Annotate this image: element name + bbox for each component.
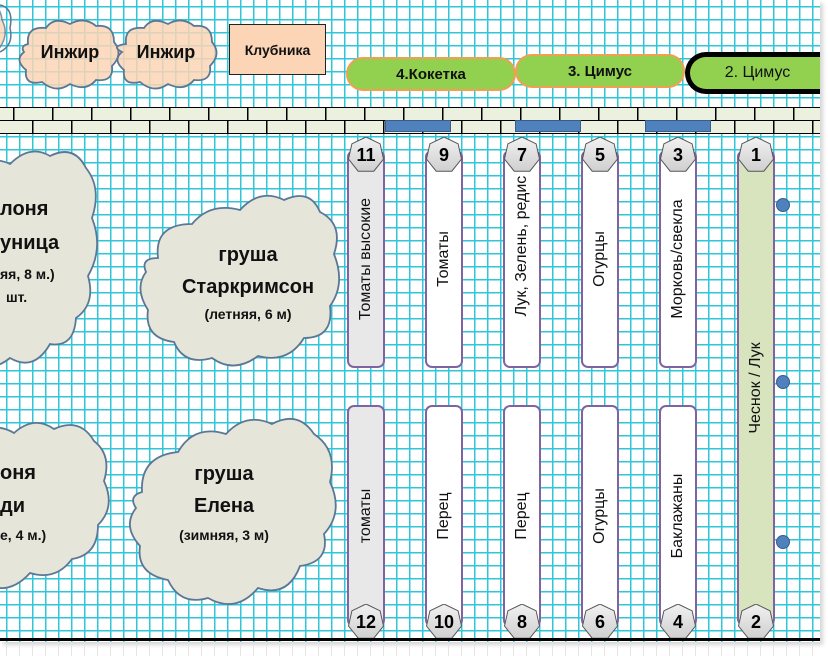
- bed-number-badge-12: 12: [347, 604, 385, 640]
- bed-number-badge-8: 8: [503, 604, 541, 640]
- water-point-1: [776, 198, 790, 212]
- bed-number: 1: [750, 144, 761, 165]
- bed-number-badge-9: 9: [425, 137, 463, 173]
- greenhouse-4-label: 4.Кокетка: [396, 65, 466, 83]
- bed-number: 11: [356, 144, 376, 165]
- tree-label-1-line-1: лоня: [0, 198, 49, 220]
- bed-10: Перец: [425, 405, 463, 627]
- bed-9: Томаты: [425, 150, 463, 368]
- bed-5: Огурцы: [581, 150, 619, 368]
- bed-10-label: Перец: [435, 492, 452, 540]
- heptagon-shape: [581, 137, 619, 172]
- bed-1-label: Чеснок / Лук: [747, 342, 764, 434]
- greenhouse-3: 3. Цимус: [515, 54, 685, 88]
- heptagon-shape: [503, 137, 541, 172]
- greenhouse-4-door: [385, 120, 451, 132]
- bed-9-label: Томаты: [435, 231, 452, 287]
- fig-cloud-2: [116, 19, 218, 90]
- tree-label-2-line-2: Старкримсон: [181, 276, 315, 298]
- bed-number: 7: [516, 144, 527, 165]
- bed-number-badge-7: 7: [503, 137, 541, 173]
- bed-number: 6: [594, 611, 605, 632]
- bed-number-badge-10: 10: [425, 604, 463, 640]
- tree-label-4-line-2: Елена: [193, 495, 255, 517]
- bed-number: 10: [433, 611, 455, 632]
- bed-number-badge-6: 6: [581, 604, 619, 640]
- heptagon-shape: [659, 137, 697, 172]
- fig-cloud-1: [18, 19, 120, 90]
- tree-label-2-line-3: (летняя, 6 м): [204, 306, 292, 322]
- greenhouse-2-label: 2. Цимус: [724, 64, 791, 81]
- bed-number: 5: [594, 144, 605, 165]
- greenhouse-4: 4.Кокетка: [346, 57, 516, 91]
- tree-cloud-2: [139, 194, 340, 367]
- bed-7: Лук, Зелень, редис: [503, 150, 541, 368]
- bed-12-label: томаты: [357, 488, 374, 544]
- bed-6-label: Огурцы: [591, 488, 608, 544]
- tree-label-3-line-2: ди: [0, 495, 25, 517]
- bed-4: Баклажаны: [659, 405, 697, 627]
- bed-number: 9: [438, 144, 449, 165]
- bed-11-label: Томаты высокие: [357, 197, 374, 321]
- tree-label-1-line-2: уница: [0, 232, 60, 254]
- tree-cloud-3: [0, 422, 110, 589]
- bed-number-badge-5: 5: [581, 137, 619, 173]
- greenhouse-3-door: [515, 120, 581, 132]
- bed-6: Огурцы: [581, 405, 619, 627]
- bottom-boundary-line: [0, 638, 820, 641]
- tree-label-2-line-1: груша: [218, 244, 278, 266]
- tree-cloud-1: [0, 150, 98, 366]
- tree-cloud-4: [129, 417, 337, 605]
- bed-number-badge-2: 2: [737, 604, 775, 640]
- bed-5-label: Огурцы: [591, 231, 608, 287]
- greenhouse-2-door: [645, 120, 711, 132]
- bed-number: 4: [672, 611, 683, 632]
- garden-plan-canvas: Инжир Инжир Клубника 4.Кокетка 3. Цимус …: [0, 0, 820, 642]
- bed-8-label: Перец: [513, 492, 530, 540]
- bed-number: 2: [750, 611, 761, 632]
- sheet-margin: [0, 642, 820, 656]
- bed-number: 12: [355, 611, 377, 632]
- bed-11: Томаты высокие: [347, 150, 385, 368]
- bed-number-badge-4: 4: [659, 604, 697, 640]
- bed-number-badge-3: 3: [659, 137, 697, 173]
- fig-label-2: Инжир: [136, 42, 196, 62]
- water-point-2: [776, 375, 790, 389]
- greenhouse-3-label: 3. Цимус: [567, 62, 633, 80]
- bed-3-label: Морковь/свекла: [669, 199, 686, 319]
- strawberry-label: Клубника: [244, 41, 311, 58]
- bed-number-badge-11: 11: [347, 137, 385, 173]
- tree-label-3-line-1: оня: [0, 462, 36, 484]
- tree-label-1-line-4: шт.: [6, 289, 28, 305]
- brick-row-top: [0, 108, 820, 121]
- tree-label-3-line-3: е, 4 м.): [0, 527, 47, 543]
- bed-number: 3: [672, 144, 683, 165]
- heptagon-shape: [347, 137, 385, 172]
- tree-label-4-line-3: (зимняя, 3 м): [179, 527, 269, 543]
- bed-4-label: Баклажаны: [669, 473, 686, 559]
- fig-label-1: Инжир: [40, 42, 100, 62]
- cloud-edge-left: [0, 4, 12, 53]
- strawberry-bed: Клубника: [229, 24, 326, 75]
- bed-number-badge-1: 1: [737, 137, 775, 173]
- water-point-3: [776, 535, 790, 549]
- heptagon-shape: [737, 137, 775, 172]
- heptagon-shape: [425, 137, 463, 172]
- bed-8: Перец: [503, 405, 541, 627]
- bed-12: томаты: [347, 405, 385, 627]
- tree-label-4-line-1: груша: [194, 463, 254, 485]
- bed-1-2: Чеснок / Лук: [737, 150, 775, 626]
- tree-label-1-line-3: яя, 8 м.): [0, 266, 55, 282]
- greenhouse-2: 2. Цимус: [685, 52, 820, 94]
- bed-number: 8: [516, 611, 527, 632]
- bed-3: Морковь/свекла: [659, 150, 697, 368]
- bed-7-label: Лук, Зелень, редис: [513, 175, 530, 317]
